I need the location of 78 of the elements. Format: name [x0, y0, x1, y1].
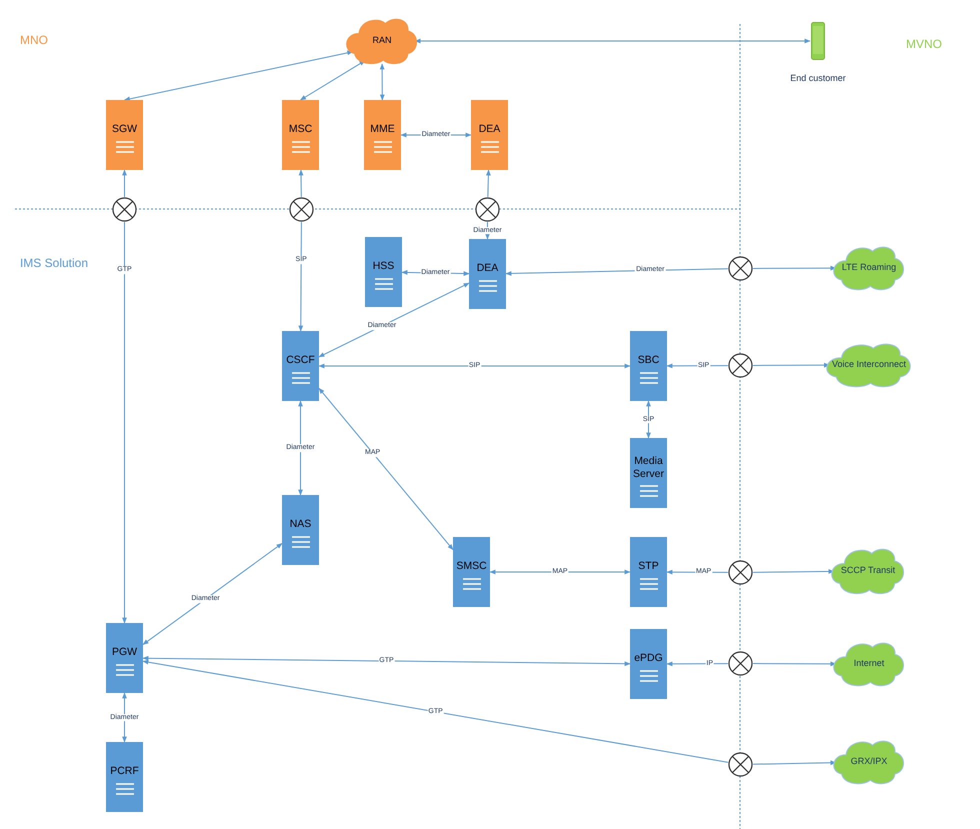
cross-circle — [475, 197, 500, 222]
cross-circle — [728, 560, 753, 585]
node-label: CSCF — [286, 354, 315, 367]
arrow — [318, 364, 631, 368]
node-label: STP — [638, 560, 659, 573]
arrow — [489, 570, 631, 574]
region-label: MNO — [20, 32, 48, 49]
cloud-shape — [833, 640, 905, 688]
node-label: MME — [370, 123, 395, 136]
cross-circle — [728, 752, 753, 777]
server-box — [282, 495, 319, 565]
arrow — [142, 542, 282, 646]
node-label: SMSC — [456, 560, 487, 573]
server-box — [282, 331, 319, 401]
cloud-shape — [346, 16, 418, 66]
server-box — [630, 438, 667, 508]
arrow — [124, 50, 354, 102]
cross-circle — [728, 353, 753, 378]
region-label: IMS Solution — [18, 255, 90, 272]
node-label: SBC — [638, 354, 660, 367]
cloud-label: RAN — [371, 36, 392, 46]
arrow — [142, 660, 729, 763]
server-box — [282, 100, 319, 170]
arrow — [122, 692, 127, 743]
server-box — [630, 537, 667, 607]
arrow — [486, 169, 491, 198]
cloud-shape — [826, 341, 912, 389]
server-box — [106, 623, 143, 693]
arrow — [300, 60, 366, 100]
cloud-shape — [833, 244, 905, 292]
server-box — [471, 100, 508, 170]
node-label: DEA — [478, 123, 500, 136]
arrow — [318, 282, 470, 358]
cloud-label: GRX/IPX — [850, 757, 888, 767]
arrow — [298, 222, 304, 332]
node-label: ePDG — [634, 652, 663, 665]
cloud-shape — [831, 546, 905, 596]
server-box — [630, 331, 667, 401]
cross-circle — [289, 197, 314, 222]
node-label: NAS — [290, 518, 312, 531]
cross-circle — [728, 256, 753, 281]
server-box — [364, 100, 401, 170]
server-box — [453, 537, 490, 607]
arrow — [122, 222, 127, 624]
server-box — [106, 100, 143, 170]
arrow — [646, 400, 651, 439]
cloud-label: LTE Roaming — [840, 263, 898, 273]
node-label: SGW — [112, 123, 138, 136]
node-label: HSS — [372, 260, 394, 273]
arrow — [752, 661, 836, 666]
server-box — [630, 629, 667, 699]
arrow — [752, 760, 836, 766]
node-label: PCRF — [110, 765, 139, 778]
arrow — [380, 63, 385, 101]
arrow — [666, 661, 728, 666]
arrow — [122, 169, 127, 198]
cloud-label: SCCP Transit — [840, 566, 896, 576]
arrow — [298, 400, 303, 496]
node-label: PGW — [112, 646, 138, 659]
cross-circle — [728, 651, 753, 676]
arrow — [666, 363, 728, 368]
node-label: End customer — [789, 73, 847, 83]
cloud-shape — [833, 738, 905, 786]
arrow — [752, 266, 836, 271]
node-label: DEA — [476, 262, 498, 275]
arrow — [318, 388, 454, 550]
server-box — [469, 239, 506, 309]
node-label: Media Server — [632, 455, 665, 480]
cross-circle — [112, 197, 137, 222]
arrow — [142, 656, 631, 666]
server-box — [365, 237, 402, 307]
arrow — [414, 38, 811, 44]
arrow — [298, 169, 304, 198]
region-label: MVNO — [906, 36, 942, 53]
cloud-label: Internet — [852, 659, 886, 669]
node-label: MSC — [288, 123, 312, 136]
server-box — [106, 742, 143, 812]
cloud-label: Voice Interconnect — [830, 360, 908, 370]
